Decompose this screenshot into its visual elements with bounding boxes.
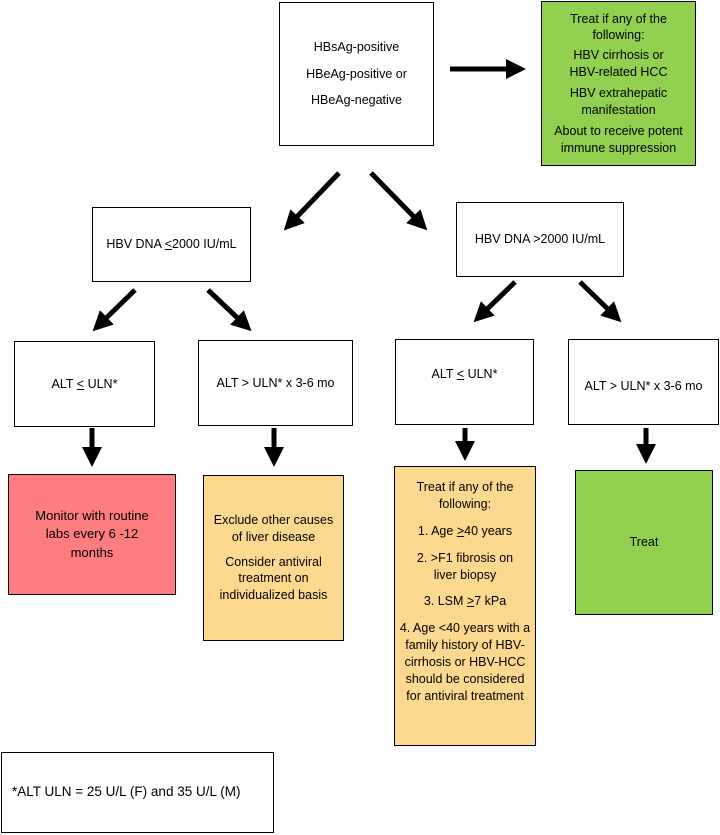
alt-low-left-prefix: ALT bbox=[51, 376, 77, 391]
exclude-line-1: Exclude other causes of liver disease bbox=[213, 512, 334, 544]
alt-low-right-box: ALT < ULN* bbox=[395, 339, 534, 425]
hbsag-line-2: HBeAg-positive or bbox=[306, 66, 407, 81]
alt-low-right-suffix: ULN* bbox=[464, 366, 498, 381]
criteria-1-suffix: 40 years bbox=[464, 523, 513, 538]
hbsag-box: HBsAg-positive HBeAg-positive or HBeAg-n… bbox=[279, 2, 434, 146]
treat-criteria-2: 2. >F1 fibrosis on liver biopsy bbox=[416, 550, 514, 582]
alt-high-right-box: ALT > ULN* x 3-6 mo bbox=[568, 339, 719, 425]
arrow-to-alt-low-left bbox=[92, 288, 137, 332]
treat-box: Treat bbox=[575, 470, 713, 615]
footnote-text: *ALT ULN = 25 U/L (F) and 35 U/L (M) bbox=[12, 784, 241, 800]
hbsag-line-3: HBeAg-negative bbox=[310, 93, 403, 108]
dna-high-box: HBV DNA >2000 IU/mL bbox=[456, 202, 624, 277]
monitor-box: Monitor with routine labs every 6 -12 mo… bbox=[8, 474, 176, 595]
treat-criteria-3: 3. LSM >7 kPa bbox=[424, 593, 506, 610]
criteria-3-suffix: 7 kPa bbox=[474, 594, 507, 609]
exclude-line-2: Consider antiviral treatment on individu… bbox=[219, 554, 328, 603]
monitor-text: Monitor with routine labs every 6 -12 mo… bbox=[35, 508, 149, 560]
treat-criteria-1: 1. Age >40 years bbox=[418, 523, 512, 540]
arrow-to-alt-high-left bbox=[206, 288, 252, 332]
treat-criteria-4: 4. Age <40 years with a family history o… bbox=[399, 621, 531, 703]
alt-high-left-label: ALT > ULN* x 3-6 mo bbox=[216, 375, 335, 390]
criteria-3-underlined: > bbox=[466, 594, 475, 609]
dna-low-prefix: HBV DNA bbox=[106, 237, 165, 252]
criteria-3-prefix: 3. LSM bbox=[423, 594, 467, 609]
arrow-to-alt-high-right bbox=[578, 280, 622, 323]
treat-any-item-2: HBV-related HCC bbox=[569, 65, 668, 80]
alt-high-left-box: ALT > ULN* x 3-6 mo bbox=[198, 340, 353, 426]
treat-label: Treat bbox=[629, 535, 659, 550]
dna-low-box: HBV DNA <2000 IU/mL bbox=[92, 207, 251, 282]
criteria-1-prefix: 1. Age bbox=[417, 523, 457, 538]
alt-low-right-prefix: ALT bbox=[431, 366, 457, 381]
alt-low-left-label: ALT < ULN* bbox=[52, 376, 118, 393]
treat-any-heading: Treat if any of the following: bbox=[570, 11, 667, 43]
treat-any-item-4: About to receive potent immune suppressi… bbox=[554, 123, 683, 155]
dna-high-label: HBV DNA >2000 IU/mL bbox=[474, 232, 606, 247]
alt-low-right-underlined: < bbox=[456, 366, 465, 381]
alt-low-left-box: ALT < ULN* bbox=[14, 341, 155, 427]
treat-any-item-1: HBV cirrhosis or bbox=[573, 48, 664, 63]
dna-low-underlined: < bbox=[164, 237, 173, 252]
treat-criteria-box: Treat if any of the following: 1. Age >4… bbox=[394, 466, 536, 746]
alt-low-right-label: ALT < ULN* bbox=[432, 366, 498, 383]
dna-low-label: HBV DNA <2000 IU/mL bbox=[106, 236, 236, 253]
criteria-1-underlined: > bbox=[456, 523, 465, 538]
exclude-box: Exclude other causes of liver disease Co… bbox=[203, 475, 344, 641]
alt-low-left-suffix: ULN* bbox=[84, 376, 118, 391]
treat-criteria-heading: Treat if any of the following: bbox=[416, 480, 514, 511]
arrow-to-alt-low-right bbox=[473, 280, 517, 323]
arrow-to-dna-high bbox=[369, 171, 428, 231]
hbsag-line-1: HBsAg-positive bbox=[313, 39, 400, 54]
treat-any-box: Treat if any of the following: HBV cirrh… bbox=[541, 1, 696, 166]
alt-low-left-underlined: < bbox=[76, 376, 85, 391]
arrow-to-dna-low bbox=[283, 171, 341, 231]
dna-low-suffix: 2000 IU/mL bbox=[172, 237, 237, 252]
treat-any-item-3: HBV extrahepatic manifestation bbox=[569, 86, 668, 117]
alt-high-right-label: ALT > ULN* x 3-6 mo bbox=[584, 378, 703, 393]
footnote-box: *ALT ULN = 25 U/L (F) and 35 U/L (M) bbox=[1, 752, 274, 833]
